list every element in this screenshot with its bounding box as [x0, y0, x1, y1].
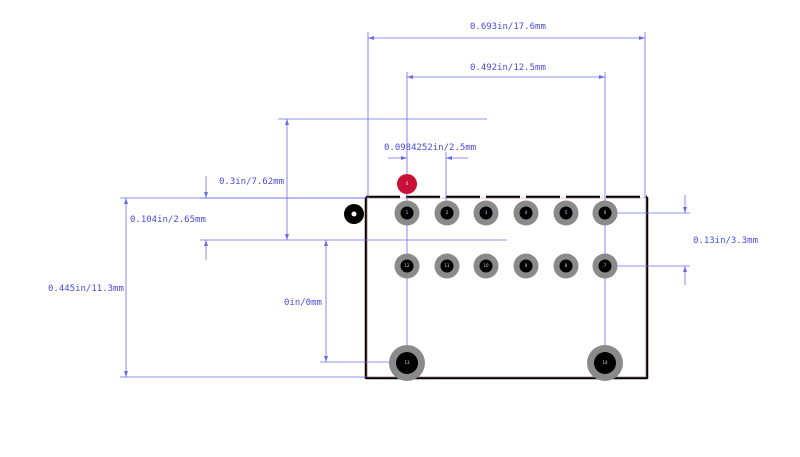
- pad: 6: [592, 200, 618, 226]
- pad-drill: [440, 206, 454, 220]
- pad: 4: [513, 200, 539, 226]
- dim-overall-width: 0.693in/17.6mm: [470, 22, 546, 32]
- pad-drill: [440, 259, 454, 273]
- pad-drill: [594, 352, 616, 374]
- pad-drill: [396, 352, 418, 374]
- pad-number: 9: [525, 263, 528, 268]
- pad-number: 2: [446, 210, 449, 215]
- pad-number: 13: [404, 360, 410, 365]
- pad-drill: [559, 259, 573, 273]
- pad-drill: [598, 259, 612, 273]
- pad: 3: [473, 200, 499, 226]
- pad: 1: [394, 200, 420, 226]
- pin-marker: 0: [397, 174, 417, 194]
- dim-overall-height: 0.445in/11.3mm: [48, 284, 124, 294]
- pad-drill: [519, 206, 533, 220]
- pad-number: 1: [406, 210, 409, 215]
- pad-drill: [400, 259, 414, 273]
- pad-number: 8: [565, 263, 568, 268]
- pad-drill: [598, 206, 612, 220]
- pad-drill: [400, 206, 414, 220]
- pad-number: 5: [565, 210, 568, 215]
- pad: 9: [513, 253, 539, 279]
- pad-drill: [479, 206, 493, 220]
- dimension-lines: [120, 32, 690, 378]
- pad-number: 6: [604, 210, 607, 215]
- pad-drill: [479, 259, 493, 273]
- pad: 8: [553, 253, 579, 279]
- pad: 2: [434, 200, 460, 226]
- pad-number: 10: [483, 263, 489, 268]
- pad-drill: [519, 259, 533, 273]
- pad: 7: [592, 253, 618, 279]
- pad-number: 14: [602, 360, 608, 365]
- dim-pin-pitch: 0.0984252in/2.5mm: [384, 143, 476, 153]
- dimension-arrows: [124, 36, 687, 377]
- dim-zero-ref: 0in/0mm: [284, 298, 322, 308]
- pad-drill: [559, 206, 573, 220]
- pad-number: 12: [404, 263, 410, 268]
- dim-row-pitch: 0.13in/3.3mm: [693, 236, 758, 246]
- pad: 10: [473, 253, 499, 279]
- dim-pin-span: 0.492in/12.5mm: [470, 63, 546, 73]
- dimension-labels: 0.693in/17.6mm 0.492in/12.5mm 0.0984252i…: [48, 22, 758, 308]
- pad-number: 11: [444, 263, 450, 268]
- dim-row-offset: 0.104in/2.65mm: [130, 215, 206, 225]
- pad: 12: [394, 253, 420, 279]
- pad-number: 7: [604, 263, 607, 268]
- pad: 5: [553, 200, 579, 226]
- dim-body-offset: 0.3in/7.62mm: [219, 177, 284, 187]
- pad-number: 3: [485, 210, 488, 215]
- orientation-dot: [344, 204, 364, 224]
- pad: 14: [587, 345, 623, 381]
- pad-number: 4: [525, 210, 528, 215]
- pad: 11: [434, 253, 460, 279]
- pad: 13: [389, 345, 425, 381]
- pin-marker-label: 0: [406, 181, 409, 186]
